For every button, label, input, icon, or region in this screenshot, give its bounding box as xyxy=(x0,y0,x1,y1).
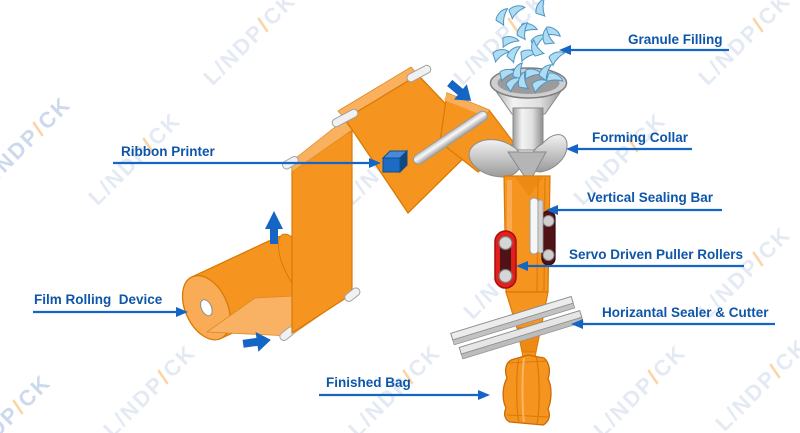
ribbon-printer-head xyxy=(381,149,409,174)
guide-roller xyxy=(344,287,361,302)
horizontal-sealer-part xyxy=(450,295,584,360)
label-ribbon-printer: Ribbon Printer xyxy=(121,144,215,159)
film-web-vertical xyxy=(291,130,353,335)
label-horizantal-sealer-cutter: Horizantal Sealer & Cutter xyxy=(602,305,769,320)
vertical-sealing-bar-part xyxy=(529,197,544,255)
up-arrow-icon xyxy=(265,211,283,244)
label-finished-bag: Finished Bag xyxy=(326,375,411,390)
guide-roller xyxy=(406,64,432,83)
label-servo-driven-puller-rollers: Servo Driven Puller Rollers xyxy=(569,247,744,262)
right-arrow-icon xyxy=(242,331,271,352)
label-granule-filling: Granule Filling xyxy=(628,32,723,47)
down-right-arrow-icon xyxy=(447,79,472,101)
puller-roller-right xyxy=(541,210,556,266)
label-film-rolling-device: Film Rolling Device xyxy=(34,292,163,307)
label-forming-collar: Forming Collar xyxy=(592,130,689,145)
long-guide-roller xyxy=(412,110,488,165)
finished-bag-part xyxy=(502,354,552,426)
forming-collar-part xyxy=(468,134,568,184)
label-vertical-sealing-bar: Vertical Sealing Bar xyxy=(587,190,714,205)
guide-roller xyxy=(331,108,359,128)
puller-roller-left xyxy=(494,230,517,289)
leader-arrows xyxy=(33,45,775,400)
